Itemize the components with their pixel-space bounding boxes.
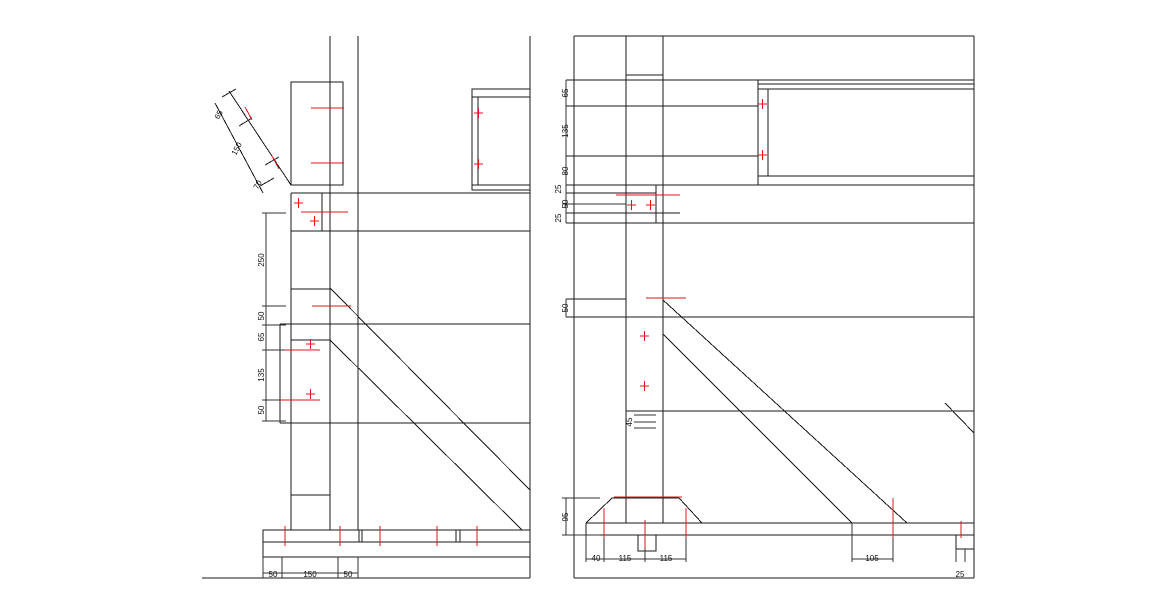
right-vertical-dim-45: 45 — [625, 417, 634, 426]
left-angled-tick-4 — [259, 177, 275, 187]
right-brace-c — [944, 402, 975, 434]
right-foot-chamfer-right — [678, 497, 703, 524]
left-red-marks — [244, 106, 483, 546]
left-angled-member-a — [214, 102, 264, 194]
left-top-block — [290, 81, 344, 186]
left-bottom-dim-chain — [262, 557, 359, 578]
left-brace-a — [329, 287, 531, 491]
left-vertical-dim-50-a: 50 — [257, 311, 266, 320]
right-brace-b — [662, 333, 853, 524]
right-bottom-dim-115-b: 115 — [660, 554, 673, 563]
left-mark-3 — [244, 106, 253, 121]
right-vertical-dim-50-a: 50 — [561, 199, 570, 208]
left-angled-dim-70: 70 — [252, 178, 264, 191]
left-window-block — [471, 88, 531, 191]
left-vertical-dim-250: 250 — [257, 253, 266, 267]
right-vertical-dim-80: 80 — [561, 166, 570, 175]
right-red-marks — [603, 99, 962, 548]
right-vertical-dim-65: 65 — [561, 88, 570, 97]
left-bottom-dim-50-a: 50 — [269, 570, 278, 579]
right-bottom-dim-115-a: 115 — [619, 554, 632, 563]
left-section-view: 65 150 70 250 50 65 135 50 50 150 50 — [202, 36, 531, 579]
left-base-plate — [262, 529, 531, 543]
right-bottom-dim-40: 40 — [592, 554, 601, 563]
right-vertical-dim-95: 95 — [561, 512, 570, 521]
right-brace-a — [662, 299, 908, 524]
right-vertical-dim-50-b: 50 — [561, 303, 570, 312]
right-foot-block — [637, 534, 657, 552]
left-angled-tick-3 — [264, 156, 280, 166]
right-vertical-dim-25-b: 25 — [554, 213, 563, 222]
left-brace-b — [329, 339, 523, 531]
right-bottom-dim-chain — [585, 523, 966, 562]
left-vertical-dim-135: 135 — [257, 368, 266, 382]
right-foot-chamfer-left — [585, 497, 613, 524]
right-small-dim — [634, 414, 656, 429]
left-bottom-dim-50-b: 50 — [344, 570, 353, 579]
right-vertical-dim-25-a: 25 — [554, 184, 563, 193]
left-mark-4 — [271, 155, 280, 170]
left-angled-tick-2 — [238, 117, 253, 127]
right-bottom-dim-105: 105 — [865, 554, 879, 563]
left-bottom-dim-150: 150 — [303, 570, 317, 579]
right-vertical-dim-135: 135 — [561, 124, 570, 138]
right-bottom-dim-25: 25 — [956, 570, 965, 579]
left-vertical-dim-65: 65 — [257, 332, 266, 341]
right-section-view: 65 135 80 25 50 25 50 45 95 40 115 115 1… — [554, 35, 975, 579]
left-vertical-dim-50-b: 50 — [257, 405, 266, 414]
right-vertical-dim-chain — [562, 80, 626, 536]
left-angled-tick-1 — [221, 88, 237, 98]
left-angled-member-b — [228, 90, 292, 186]
right-end-block — [955, 534, 975, 550]
